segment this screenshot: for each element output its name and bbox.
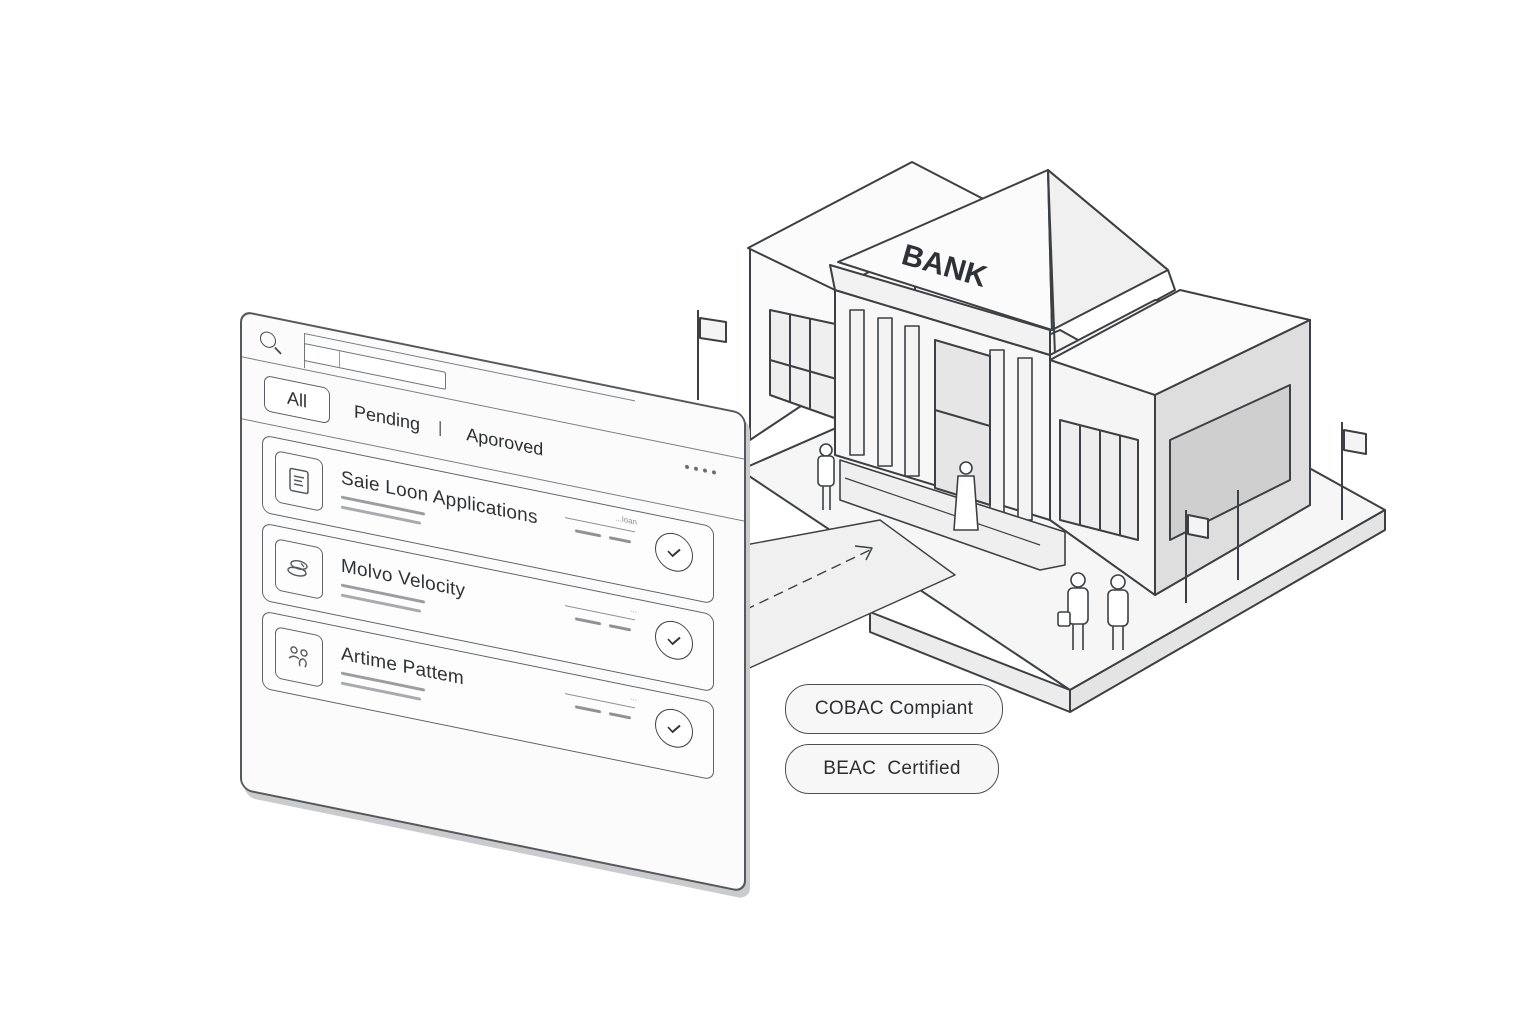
list-item[interactable]: Molvo Velocity ...: [262, 522, 714, 693]
more-dots-icon[interactable]: [685, 464, 716, 475]
meta-bar: [609, 624, 631, 632]
tab-separator: |: [438, 419, 443, 438]
meta-bar: [609, 536, 631, 544]
meta-bar: [609, 712, 631, 720]
velocity-icon: [275, 538, 323, 600]
compliance-badges: COBAC Compiant BEAC Certified: [785, 684, 1003, 804]
loan-applications-window: All Pending | Aporoved Saie Loon Applica…: [240, 310, 746, 893]
tab-pending[interactable]: Pending: [354, 400, 421, 435]
item-meta: ...: [630, 692, 637, 703]
list-item[interactable]: Saie Loon Applications ...loan: [262, 434, 714, 605]
approve-check-button[interactable]: [655, 705, 693, 752]
check-icon: [667, 724, 681, 734]
meta-bar: [575, 617, 601, 626]
item-title: Saie Loon Applications: [341, 467, 538, 529]
cobac-compliant-badge: COBAC Compiant: [785, 684, 1003, 734]
check-icon: [667, 636, 681, 646]
window-frame: All Pending | Aporoved Saie Loon Applica…: [240, 310, 746, 893]
application-list: Saie Loon Applications ...loan: [262, 434, 714, 790]
check-icon: [667, 548, 681, 558]
approve-check-button[interactable]: [655, 529, 693, 576]
search-icon[interactable]: [260, 330, 276, 350]
item-meta: ...: [630, 604, 637, 615]
list-item[interactable]: Artime Pattem ...: [262, 610, 714, 781]
meta-bar: [575, 705, 601, 714]
approve-check-button[interactable]: [655, 617, 693, 664]
document-icon: [275, 450, 323, 512]
people-icon: [275, 626, 323, 688]
tab-approved[interactable]: Aporoved: [466, 423, 544, 460]
meta-bar: [575, 529, 601, 538]
item-meta: ...loan: [615, 513, 637, 527]
beac-certified-badge: BEAC Certified: [785, 744, 999, 794]
tab-all[interactable]: All: [264, 374, 330, 425]
